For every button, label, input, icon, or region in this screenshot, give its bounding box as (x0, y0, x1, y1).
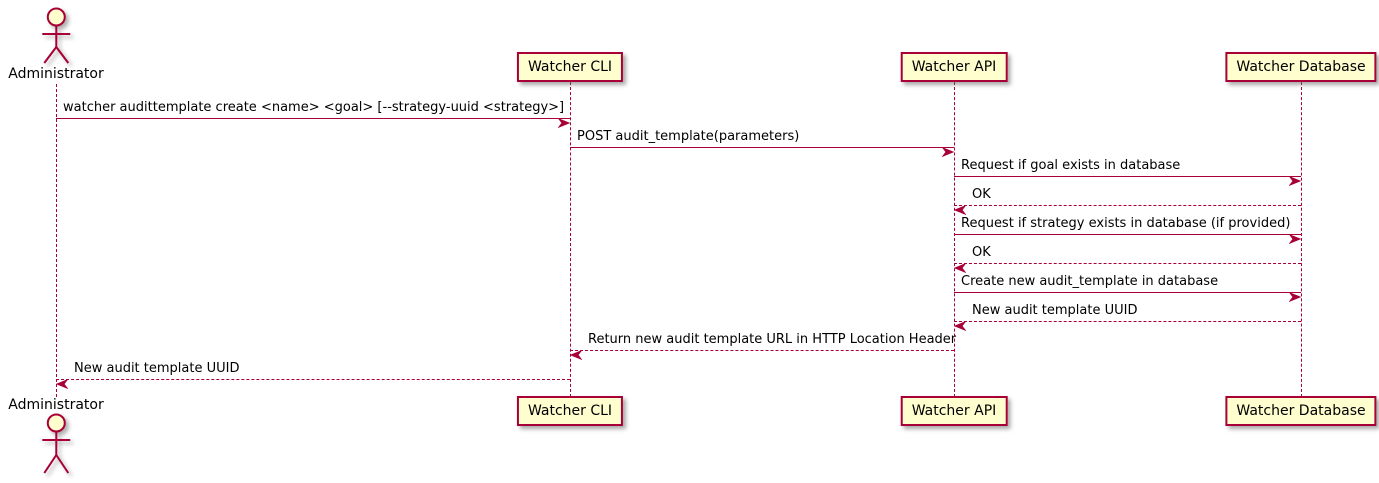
message-label: watcher audittemplate create <name> <goa… (63, 100, 565, 115)
lifeline-watcher-database (1301, 82, 1302, 397)
message-label: Return new audit template URL in HTTP Lo… (588, 332, 957, 347)
arrowhead-left-icon (953, 200, 967, 216)
lifeline-watcher-cli (570, 82, 571, 397)
lifeline-administrator (56, 84, 57, 397)
actor-label: Administrator (8, 397, 104, 413)
arrowhead-left-icon (953, 258, 967, 274)
message-label: New audit template UUID (74, 361, 240, 376)
participant-watcher-cli-bottom: Watcher CLI (516, 396, 624, 426)
actor-administrator-bottom: Administrator (8, 397, 104, 479)
actor-stick-figure-icon (42, 413, 70, 474)
arrowhead-left-icon (55, 374, 69, 390)
arrowhead-right-icon (1288, 287, 1302, 303)
arrowhead-right-icon (1288, 229, 1302, 245)
message-label: New audit template UUID (972, 303, 1138, 318)
participant-watcher-api-bottom: Watcher API (900, 396, 1008, 426)
arrowhead-right-icon (1288, 171, 1302, 187)
message-line (570, 350, 954, 351)
message-label: POST audit_template(parameters) (577, 129, 800, 144)
message-label: Request if goal exists in database (961, 158, 1181, 173)
message-line (954, 292, 1301, 293)
message-label: Create new audit_template in database (961, 274, 1219, 289)
actor-stick-figure-icon (42, 7, 70, 64)
message-line (954, 176, 1301, 177)
message-line (570, 147, 954, 148)
arrowhead-left-icon (569, 345, 583, 361)
message-line (954, 205, 1301, 206)
message-label: OK (972, 245, 991, 260)
participant-watcher-database-top: Watcher Database (1225, 52, 1377, 82)
actor-administrator-top: Administrator (8, 6, 104, 82)
message-label: Request if strategy exists in database (… (961, 216, 1291, 231)
message-label: OK (972, 187, 991, 202)
message-line (56, 379, 570, 380)
arrowhead-left-icon (953, 316, 967, 332)
message-line (954, 234, 1301, 235)
lifeline-watcher-api (954, 82, 955, 397)
message-line (954, 263, 1301, 264)
participant-watcher-api-top: Watcher API (900, 52, 1008, 82)
participant-watcher-cli-top: Watcher CLI (516, 52, 624, 82)
arrowhead-right-icon (557, 113, 571, 129)
message-line (56, 118, 570, 119)
message-line (954, 321, 1301, 322)
participant-watcher-database-bottom: Watcher Database (1225, 396, 1377, 426)
arrowhead-right-icon (941, 142, 955, 158)
actor-label: Administrator (8, 66, 104, 82)
